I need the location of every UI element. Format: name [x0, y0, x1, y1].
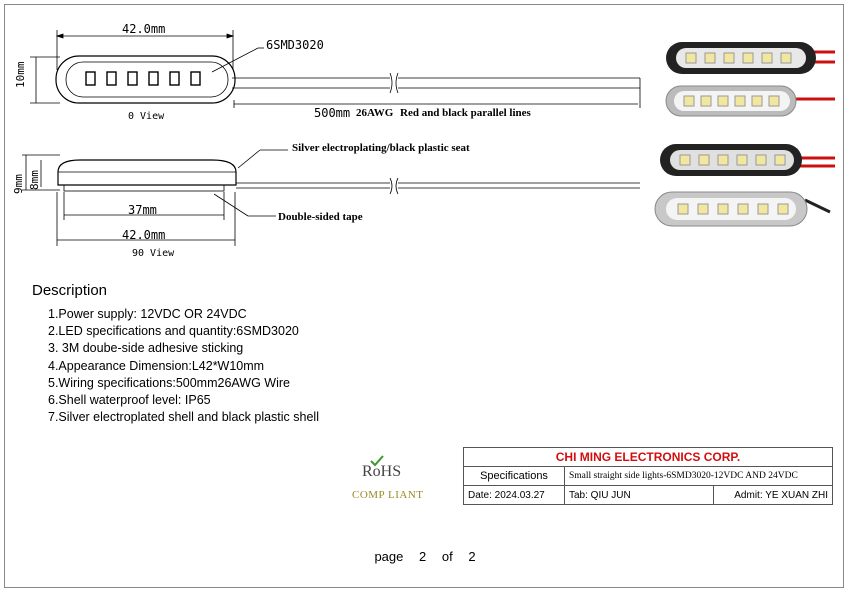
of-word: of: [441, 549, 453, 564]
tab-cell: Tab: QIU JUN: [564, 485, 714, 505]
photo-led-chip: [683, 95, 695, 107]
spec-label: Specifications: [463, 466, 565, 486]
tape-callout: [213, 193, 249, 217]
led-chip: [106, 71, 117, 86]
led-row: [85, 71, 201, 86]
side-view-tape: [63, 184, 225, 192]
dim-height: 10mm: [14, 61, 27, 89]
wire-side: [236, 182, 640, 189]
page-total: 2: [468, 549, 476, 564]
description-list: 1.Power supply: 12VDC OR 24VDC 2.LED spe…: [48, 306, 319, 426]
checkmark-icon: [370, 455, 384, 467]
admit-cell: Admit: YE XUAN ZHI: [713, 485, 833, 505]
side-view-body: [57, 159, 237, 186]
photo-led-chip: [677, 203, 689, 215]
led-callout: [211, 47, 259, 73]
photo-led-chip: [755, 154, 767, 166]
company-name: CHI MING ELECTRONICS CORP.: [463, 447, 833, 467]
date-cell: Date: 2024.03.27: [463, 485, 565, 505]
description-item: 6.Shell waterproof level: IP65: [48, 393, 211, 408]
view-top-label: 0 View: [128, 111, 165, 122]
photo-led-chip: [685, 52, 697, 64]
photo-led-chip: [734, 95, 746, 107]
photo-led-chip: [777, 203, 789, 215]
wire-gauge: 26AWG: [356, 107, 394, 119]
wire-length: 500mm: [314, 106, 351, 120]
rohs-compliant: COMP LIANT: [352, 489, 424, 501]
photo-led-chip: [761, 52, 773, 64]
tape-note: Double-sided tape: [278, 211, 363, 223]
description-title: Description: [32, 282, 108, 299]
led-chip: [85, 71, 96, 86]
photo-led-chip: [780, 52, 792, 64]
photo-led-chip: [717, 203, 729, 215]
photo-led-chip: [679, 154, 691, 166]
page-footer: page 2 of 2: [0, 549, 850, 564]
wire-desc: Red and black parallel lines: [400, 107, 531, 119]
photo-led-chip: [737, 203, 749, 215]
photo-led-chip: [717, 95, 729, 107]
description-item: 4.Appearance Dimension:L42*W10mm: [48, 358, 265, 373]
photo-led-chip: [698, 154, 710, 166]
photo-led-chip: [736, 154, 748, 166]
description-item: 5.Wiring specifications:500mm26AWG Wire: [48, 375, 290, 390]
photo-led-chip: [704, 52, 716, 64]
photo-led-chip: [751, 95, 763, 107]
led-chip: [127, 71, 138, 86]
dim-height-inner: 8mm: [28, 170, 41, 190]
photo-led-chip: [723, 52, 735, 64]
plating-callout: [237, 149, 261, 169]
top-view-outer: [55, 55, 236, 104]
spec-value: Small straight side lights-6SMD3020-12VD…: [564, 466, 833, 486]
description-item: 1.Power supply: 12VDC OR 24VDC: [48, 307, 247, 321]
top-view-inner: [65, 61, 229, 98]
dim-tape-width: 37mm: [128, 203, 157, 217]
description-item: 3. 3M doube-side adhesive sticking: [48, 341, 244, 356]
rohs-logo: RoHS: [362, 463, 402, 480]
photo-led-chip: [717, 154, 729, 166]
dim-bottom-width: 42.0mm: [122, 228, 166, 242]
photo-led-chip: [768, 95, 780, 107]
led-label: 6SMD3020: [266, 38, 324, 52]
page-word: page: [374, 549, 404, 564]
photo-led-chip: [697, 203, 709, 215]
page-border: [4, 4, 844, 588]
description-item: 2.LED specifications and quantity:6SMD30…: [48, 324, 299, 339]
description-item: 7.Silver electroplated shell and black p…: [48, 410, 319, 425]
view-side-label: 90 View: [132, 248, 175, 259]
dim-height-outer: 9mm: [12, 174, 25, 194]
dim-top-width: 42.0mm: [122, 22, 166, 36]
plating-note: Silver electroplating/black plastic seat: [292, 142, 470, 154]
led-chip: [190, 71, 201, 86]
photo-led-chip: [742, 52, 754, 64]
title-block: CHI MING ELECTRONICS CORP. Specification…: [463, 447, 833, 505]
led-chip: [169, 71, 180, 86]
photo-led-chip: [757, 203, 769, 215]
led-chip: [148, 71, 159, 86]
page-number: 2: [418, 549, 427, 564]
photo-led-chip: [774, 154, 786, 166]
wire-top: [232, 77, 640, 89]
photo-led-chip: [700, 95, 712, 107]
